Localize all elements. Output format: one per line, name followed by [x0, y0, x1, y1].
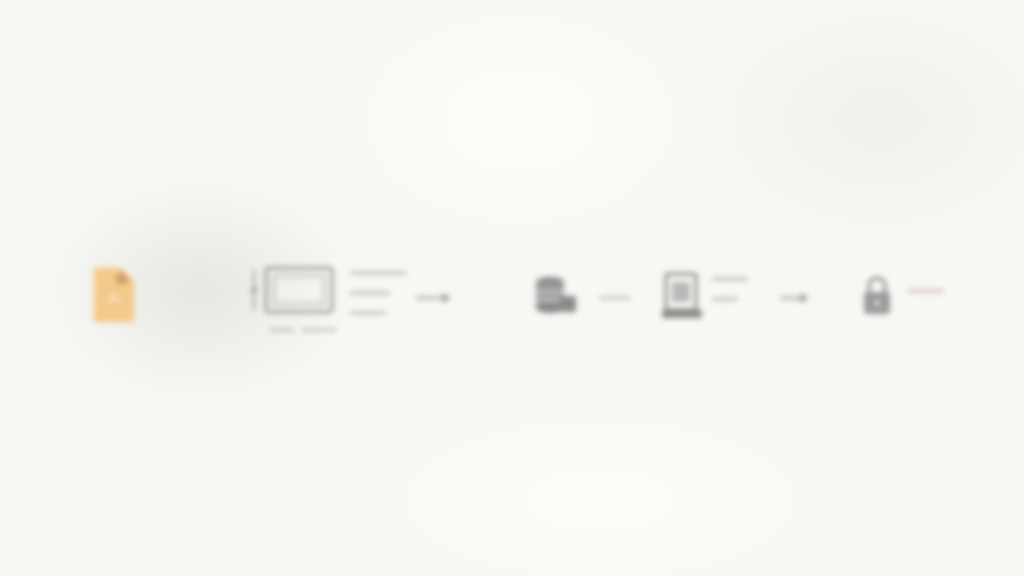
- lock-icon: [864, 276, 890, 314]
- laptop-icon: [662, 272, 702, 318]
- text-line: [908, 290, 944, 292]
- dash-connector: [600, 297, 630, 299]
- text-line: [712, 298, 738, 300]
- monitor-node: [246, 262, 416, 342]
- document-icon: [94, 268, 134, 322]
- text-line: [350, 292, 390, 294]
- text-line: [350, 272, 406, 274]
- monitor-icon: [251, 266, 336, 331]
- text-line: [712, 278, 748, 280]
- database-icon: [536, 277, 576, 313]
- lock-node: [860, 274, 950, 320]
- text-line: [350, 312, 386, 314]
- document-node: [90, 266, 138, 324]
- laptop-node: [660, 268, 760, 324]
- database-node: [532, 274, 580, 318]
- arrow-connector: [416, 293, 450, 303]
- arrow-connector: [780, 293, 808, 303]
